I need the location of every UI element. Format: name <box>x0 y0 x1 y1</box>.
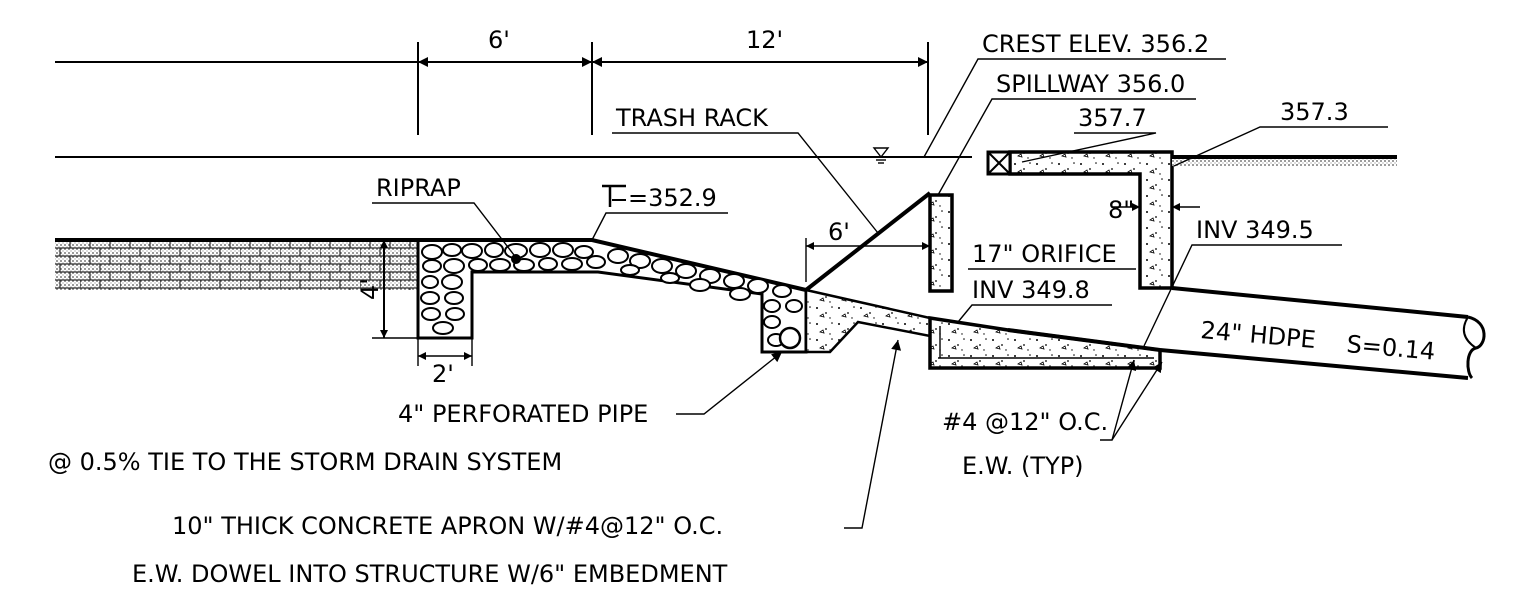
trash-rack-bar <box>804 191 932 292</box>
dim-8in: 8" <box>1108 196 1134 224</box>
dim-2ft: 2' <box>432 360 454 388</box>
riprap-label: RIPRAP <box>376 174 461 202</box>
centerline-leader <box>591 212 728 241</box>
inv-349-5-leader <box>1143 244 1342 347</box>
dim-12ft-top: 12' <box>746 26 783 54</box>
pipe-label: 24" HDPE <box>1199 316 1316 354</box>
inv-349-8: INV 349.8 <box>972 276 1090 304</box>
ground-hatch-right <box>1172 158 1397 166</box>
elev-357-3: 357.3 <box>1280 98 1349 126</box>
ground-hatch-left <box>55 240 418 290</box>
centerline-symbol <box>602 184 626 207</box>
trash-rack-leader <box>612 132 879 234</box>
perforated-pipe-section <box>778 326 802 350</box>
rebar-leader-2 <box>1111 361 1163 441</box>
trash-rack-slot <box>928 193 954 293</box>
trash-rack-label: TRASH RACK <box>615 104 769 132</box>
perforated-pipe-leader <box>676 351 783 415</box>
dim-6ft-rack-line <box>805 238 930 282</box>
riprap-leader <box>372 202 515 256</box>
elev-357-7: 357.7 <box>1078 104 1147 132</box>
apron-note-line1: 10" THICK CONCRETE APRON W/#4@12" O.C. <box>172 512 723 540</box>
dim-6ft-top: 6' <box>488 26 510 54</box>
dim-4ft: 4' <box>356 278 384 300</box>
top-dimension-line <box>55 42 929 135</box>
elev-357-3-leader <box>1173 126 1388 167</box>
perforated-pipe-note-line2: @ 0.5% TIE TO THE STORM DRAIN SYSTEM <box>48 448 562 476</box>
hdpe-pipe <box>1007 286 1486 380</box>
inv-349-5: INV 349.5 <box>1196 216 1314 244</box>
dim-2ft-line <box>417 338 473 366</box>
rebar-note-line2: E.W. (TYP) <box>962 452 1084 480</box>
water-surface-symbol <box>872 147 890 164</box>
rebar-note-line1: #4 @12" O.C. <box>942 408 1108 436</box>
spillway-leader <box>937 98 1196 196</box>
crest-leader <box>923 58 1226 158</box>
orifice-label: 17" ORIFICE <box>972 240 1117 268</box>
perforated-pipe-note-line1: 4" PERFORATED PIPE <box>398 400 648 428</box>
elev-357-7-leader <box>1021 132 1157 163</box>
apron-leader <box>844 339 902 529</box>
pipe-slope: S=0.14 <box>1345 330 1436 366</box>
spillway-elevation: SPILLWAY 356.0 <box>996 70 1185 98</box>
riprap-body <box>416 238 808 354</box>
dim-4ft-line <box>372 239 418 339</box>
apron-note-line2: E.W. DOWEL INTO STRUCTURE W/6" EMBEDMENT <box>132 560 728 588</box>
base-slab <box>928 315 1162 370</box>
crest-elevation: CREST ELEV. 356.2 <box>982 30 1209 58</box>
inv-349-8-leader <box>957 304 1112 323</box>
centerline-elevation: =352.9 <box>628 184 717 212</box>
dim-6ft-rack: 6' <box>828 218 850 246</box>
weir-box-symbol <box>986 150 1012 176</box>
concrete-apron <box>804 288 932 354</box>
